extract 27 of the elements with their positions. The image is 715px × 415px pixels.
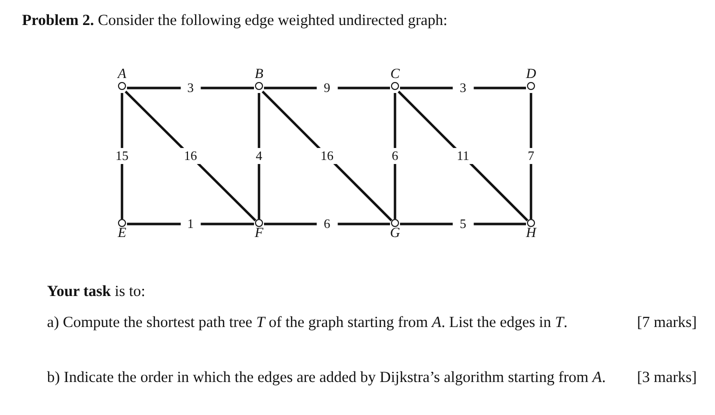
- graph-edge: [400, 86, 526, 90]
- graph-edge: [394, 93, 396, 219]
- graph-edge: [398, 90, 528, 222]
- marks-note: [3 marks]: [637, 368, 698, 387]
- vertex-label: C: [390, 68, 400, 82]
- vertex-label: A: [118, 68, 126, 82]
- vertex-label: D: [526, 68, 536, 82]
- vertex-label: H: [526, 227, 536, 241]
- graph-edge: [530, 93, 532, 219]
- graph-edge: [264, 86, 390, 90]
- graph-edge: [127, 222, 254, 226]
- graph-edge: [262, 90, 392, 222]
- vertex-label: E: [118, 227, 126, 241]
- task-heading: Your task is to:: [47, 282, 146, 301]
- graph-edge: [124, 90, 256, 222]
- vertex-label: B: [254, 68, 264, 82]
- problem-heading: Problem 2. Consider the following edge weighted undirected graph:: [22, 12, 448, 30]
- marks-note: [7 marks]: [637, 313, 698, 332]
- vertex-label: G: [390, 227, 400, 241]
- task-item: b) Indicate the order in which the edges are added by Dijkstra’s algorithm starting from A.: [47, 368, 607, 387]
- graph-edge: [400, 222, 526, 226]
- task-item: a) Compute the shortest path tree T of the graph starting from A. List the edges in T.: [47, 313, 568, 332]
- graph-edge: [120, 93, 124, 219]
- graph-edge: [127, 86, 254, 90]
- graph-edge: [258, 93, 260, 219]
- graph-edge: [264, 222, 390, 226]
- vertex-label: F: [254, 227, 264, 241]
